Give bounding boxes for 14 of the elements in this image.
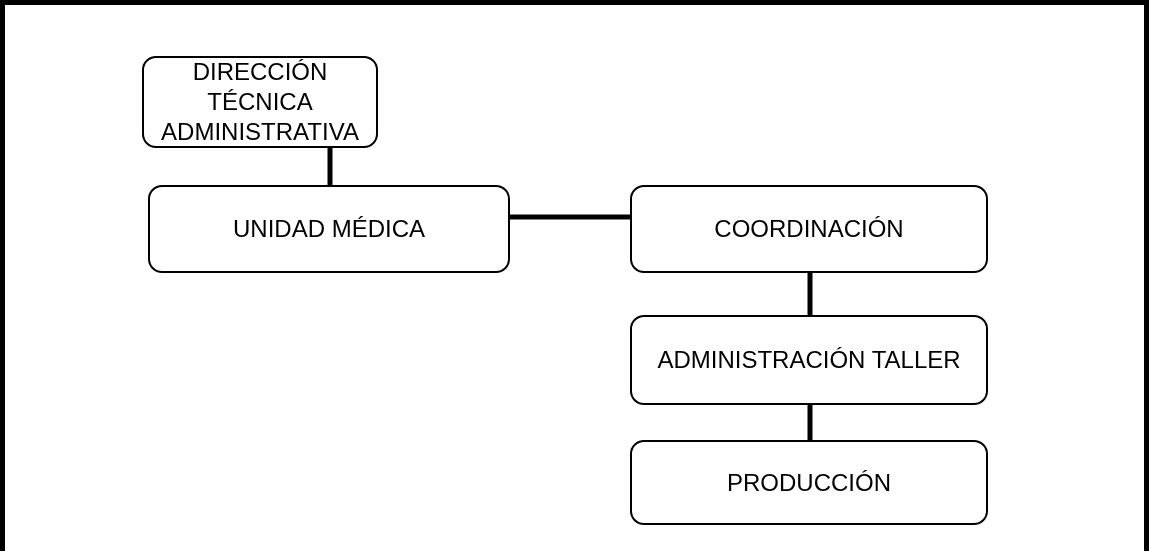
- org-box: [142, 56, 378, 148]
- box-label: DIRECCIÓN TÉCNICA ADMINISTRATIVA: [160, 57, 360, 147]
- box-label: COORDINACIÓN: [714, 214, 904, 244]
- connector-line: [807, 273, 813, 315]
- box-label: UNIDAD MÉDICA: [233, 214, 425, 244]
- connector-line: [807, 405, 813, 440]
- org-box: [630, 185, 988, 273]
- connector-line: [327, 148, 333, 185]
- org-box: [148, 185, 510, 273]
- box-label: ADMINISTRACIÓN TALLER: [657, 345, 961, 375]
- org-box: [630, 315, 988, 405]
- box-label: PRODUCCIÓN: [727, 467, 891, 498]
- org-box: [630, 440, 988, 525]
- connector-line: [510, 214, 630, 220]
